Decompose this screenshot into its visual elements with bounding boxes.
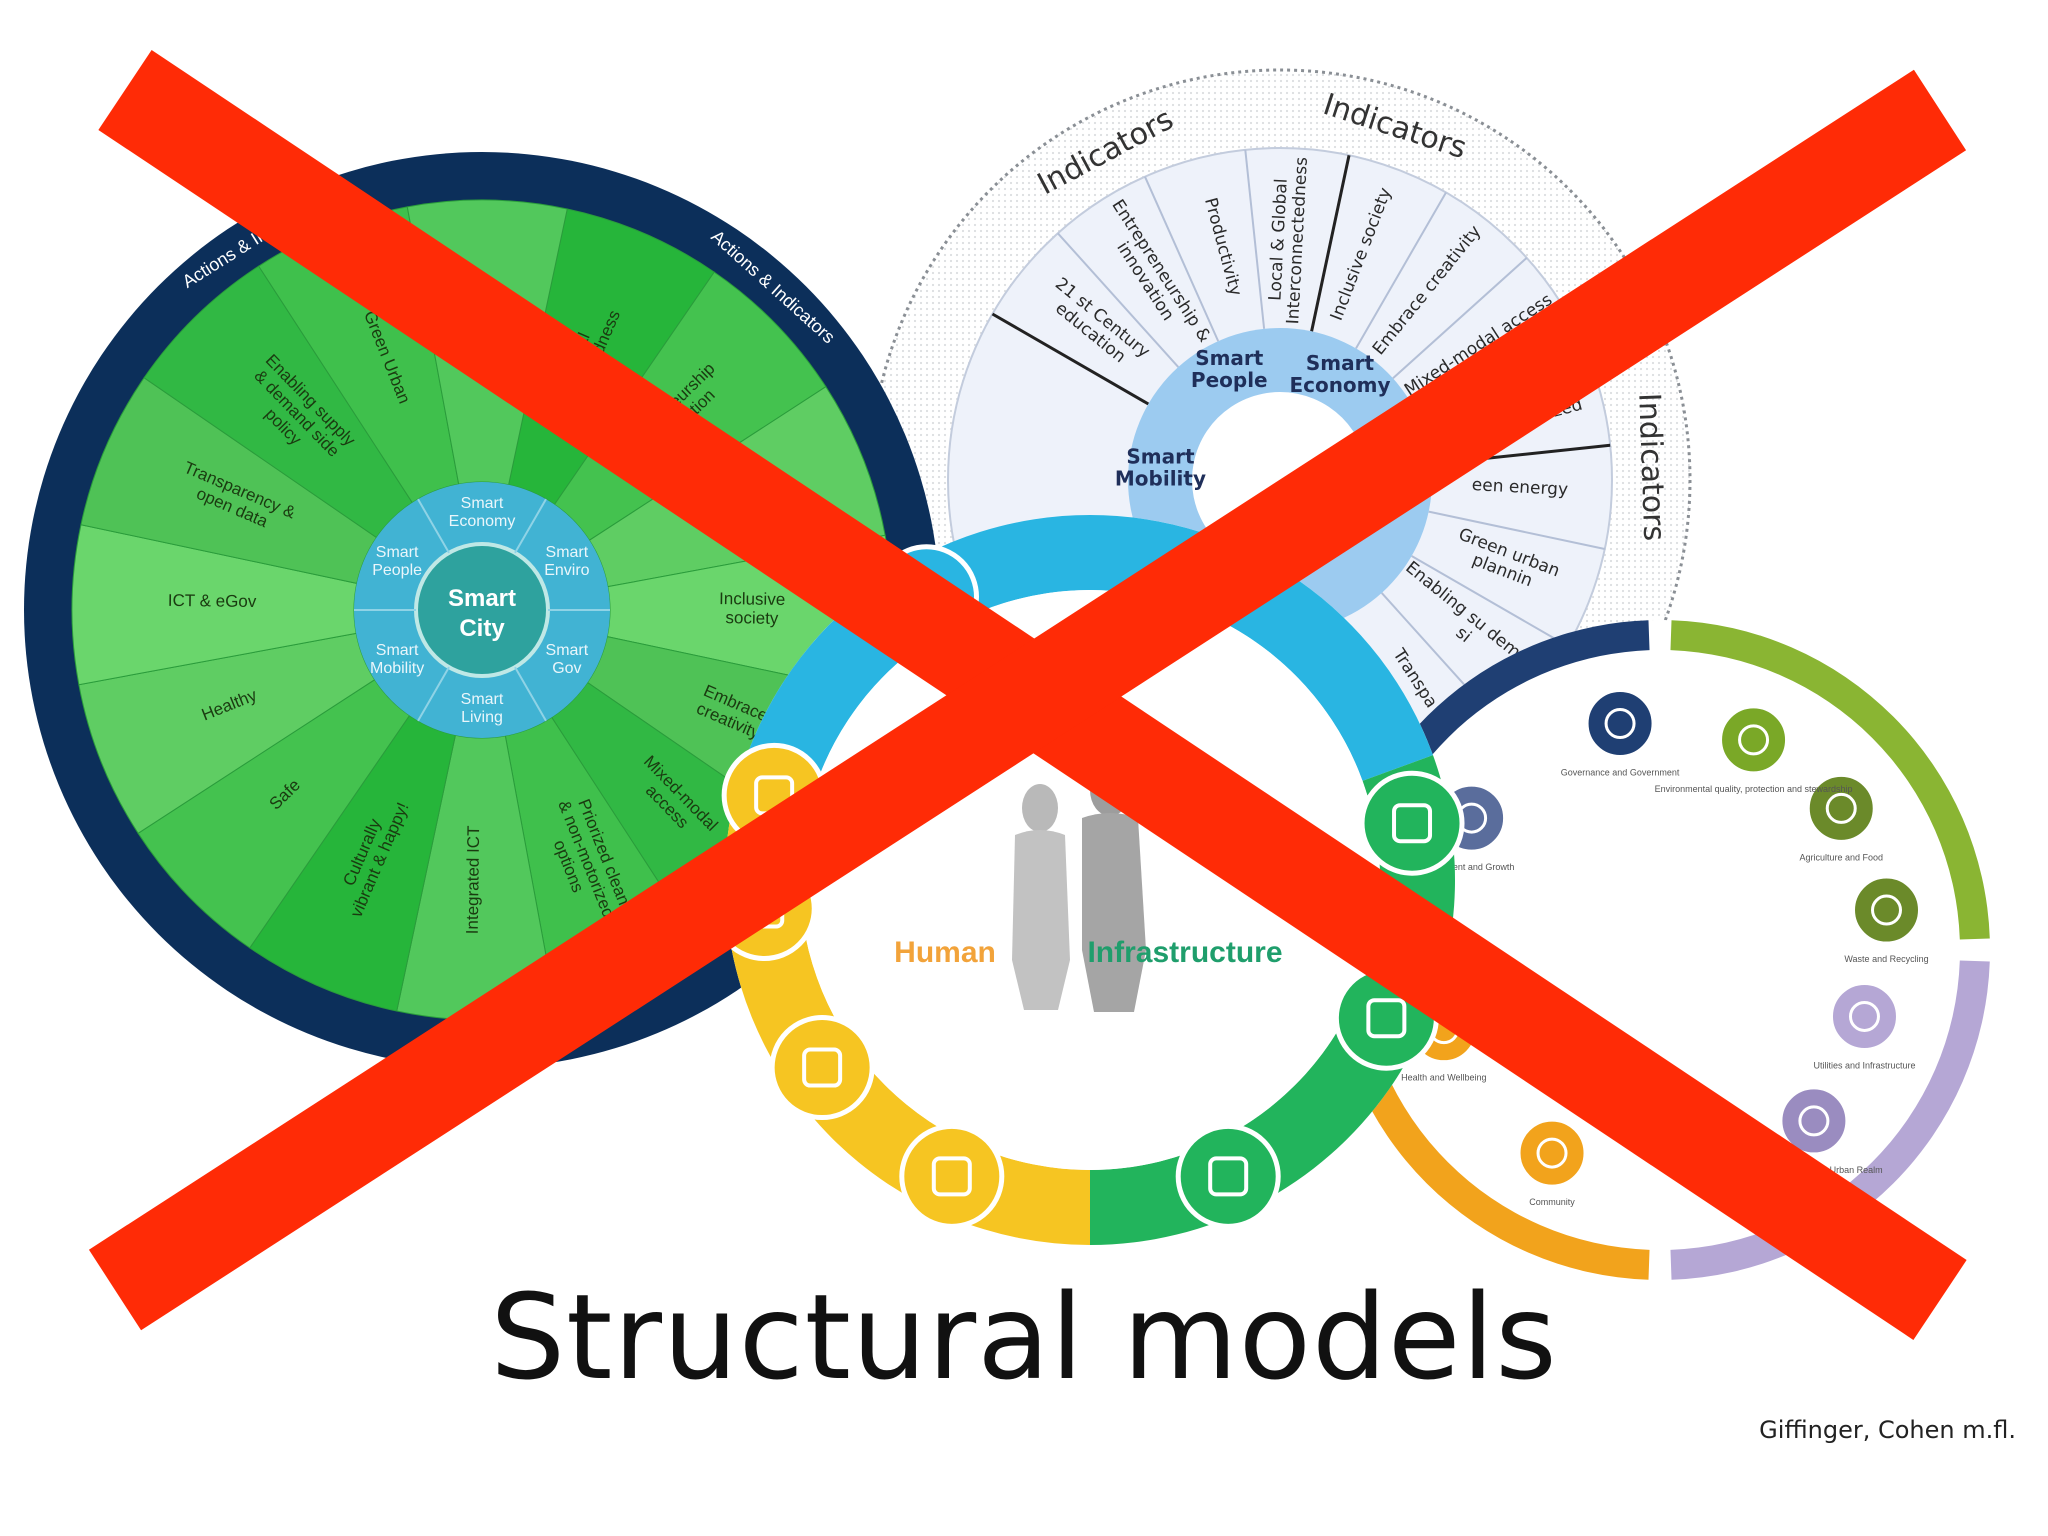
water-icon-glyph [1366,998,1407,1039]
leaf-icon-glyph [1392,803,1433,844]
ring-label-human: Human [894,936,996,969]
sdg-category-icon [1852,875,1922,945]
slide-credit: Giffinger, Cohen m.fl. [1759,1416,2016,1444]
segment-label: ICT & eGov [168,591,257,611]
sdg-category-icon [1585,688,1655,758]
medical-icon-glyph [802,1047,843,1088]
sdg-category-icon [1806,773,1876,843]
sdg-category-label: Environmental quality, protection and st… [1655,784,1853,794]
sdg-category-label: Utilities and Infrastructure [1813,1060,1915,1070]
book-icon [899,1123,1005,1229]
sdg-category-label: Waste and Recycling [1844,954,1928,964]
sdg-category-label: Governance and Government [1561,767,1680,777]
segment-label: Integrated ICT [463,825,483,934]
book-icon-glyph [931,1156,972,1197]
red-cross-mark [88,50,1967,1340]
indicators-ring-label: Indicators [1631,392,1671,541]
sdg-category-icon [1829,981,1899,1051]
sdg-category-label: Agriculture and Food [1799,852,1883,862]
sdg-category-label: Community [1529,1197,1575,1207]
sdg-category-label: Health and Wellbeing [1401,1073,1486,1083]
vehicle-icon-glyph [1208,1156,1249,1197]
slide-title: Structural models [490,1268,1558,1406]
sdg-category-icon [1517,1118,1587,1188]
sdg-category-label: ployment and Growth [1429,862,1515,872]
leaf-icon [1359,770,1465,876]
sdg-arc [1670,620,1990,940]
segment-label: Inclusivesociety [719,589,786,628]
vehicle-icon [1175,1123,1281,1229]
ring-label-infrastructure: Infrastructure [1087,936,1282,969]
sdg-category-icon [1779,1086,1849,1156]
sdg-category-icon [1719,705,1789,775]
medical-icon [769,1015,875,1121]
